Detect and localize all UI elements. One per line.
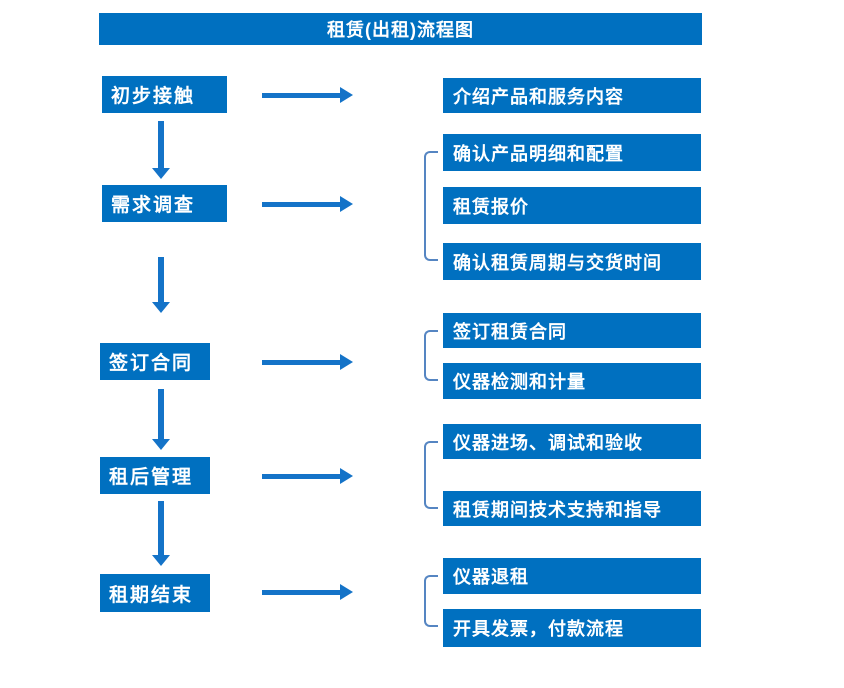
right-arrow-icon (262, 468, 353, 484)
step-box-4: 租后管理 (100, 457, 210, 494)
right-arrow-icon (262, 354, 353, 370)
detail-box-3-2: 仪器检测和计量 (443, 363, 701, 399)
step-box-3: 签订合同 (100, 343, 210, 380)
detail-box-4-2: 租赁期间技术支持和指导 (443, 491, 701, 526)
right-arrow-icon (262, 87, 353, 103)
down-arrow-icon (152, 389, 170, 450)
group-bracket (424, 330, 438, 381)
group-bracket (424, 575, 438, 627)
detail-box-5-2: 开具发票，付款流程 (443, 609, 701, 647)
right-arrow-icon (262, 584, 353, 600)
step-box-5: 租期结束 (100, 574, 210, 612)
group-bracket (424, 441, 438, 509)
down-arrow-icon (152, 121, 170, 179)
flowchart-title: 租赁(出租)流程图 (99, 13, 702, 45)
right-arrow-icon (262, 196, 353, 212)
down-arrow-icon (152, 257, 170, 313)
group-bracket (424, 151, 438, 261)
detail-box-4-1: 仪器进场、调试和验收 (443, 424, 701, 459)
detail-box-5-1: 仪器退租 (443, 558, 701, 594)
detail-box-2-2: 租赁报价 (443, 187, 701, 224)
step-box-1: 初步接触 (102, 76, 227, 113)
detail-box-2-3: 确认租赁周期与交货时间 (443, 243, 701, 280)
detail-box-2-1: 确认产品明细和配置 (443, 134, 701, 171)
detail-box-3-1: 签订租赁合同 (443, 313, 701, 348)
down-arrow-icon (152, 501, 170, 566)
detail-box-1-1: 介绍产品和服务内容 (443, 78, 701, 113)
step-box-2: 需求调查 (102, 185, 227, 222)
